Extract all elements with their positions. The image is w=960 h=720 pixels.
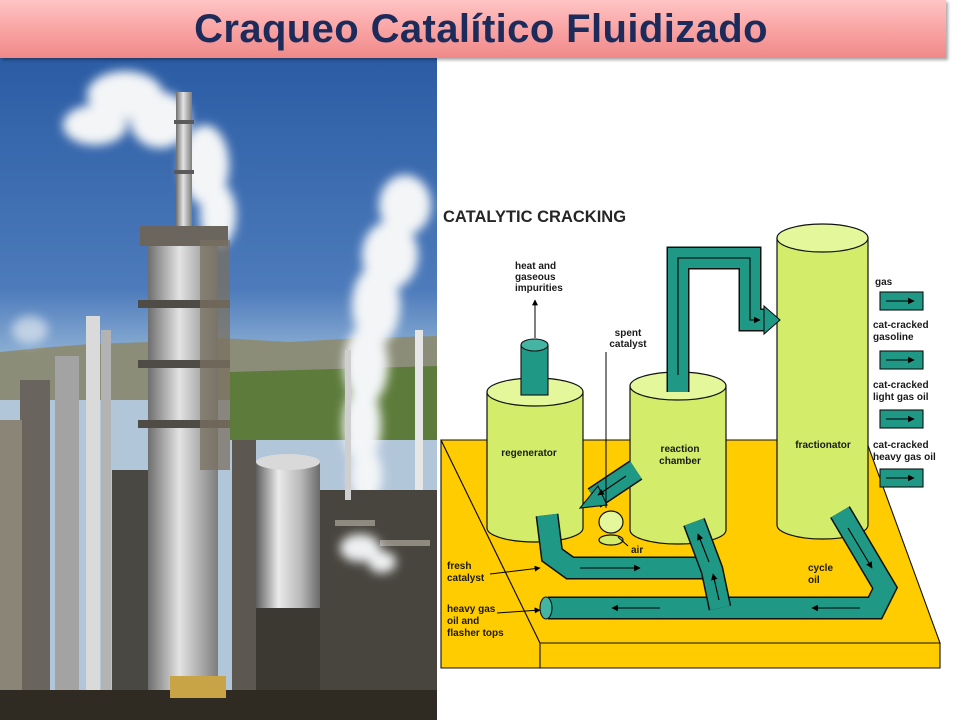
spent-catalyst-label-line: spent <box>615 328 642 339</box>
fresh-catalyst-label: fresh catalyst <box>447 561 485 584</box>
green-field <box>230 366 437 440</box>
heavy-gas-oil-pointer <box>496 607 541 614</box>
product-label-line: heavy gas oil <box>873 452 936 463</box>
refinery-photo <box>0 58 437 720</box>
product-label-gas: gas <box>875 277 893 288</box>
title-banner: Craqueo Catalítico Fluidizado <box>0 0 946 58</box>
heat-label: heat and gaseous impurities <box>515 261 563 294</box>
product-outlet-heavy-gas-oil <box>879 468 924 488</box>
fresh-catalyst-label-line: catalyst <box>447 573 485 584</box>
catalyst-feed-pipe <box>535 513 712 580</box>
reaction-chamber-label-line: chamber <box>659 456 701 467</box>
cycle-oil-label-line: oil <box>808 575 820 586</box>
product-label-line: cat-cracked <box>873 320 929 331</box>
product-label-line: cat-cracked <box>873 440 929 451</box>
product-outlet-light-gas-oil <box>879 409 924 429</box>
heat-label-line: heat and <box>515 261 556 272</box>
product-label-gasoline: cat-cracked gasoline <box>873 320 929 343</box>
cycle-oil-label: cycle oil <box>808 563 833 586</box>
heavy-gas-oil-label-line: heavy gas <box>447 604 496 615</box>
heavy-gas-oil-label-line: oil and <box>447 616 479 627</box>
catalytic-cracking-diagram: CATALYTIC CRACKING <box>440 208 941 669</box>
product-outlet-gas <box>879 291 924 311</box>
heat-label-line: impurities <box>515 283 563 294</box>
refinery-structures <box>0 92 437 720</box>
air-inlet <box>598 510 624 546</box>
cycle-oil-label-line: cycle <box>808 563 833 574</box>
spent-catalyst-pipe <box>578 460 643 509</box>
riser-pipe <box>683 517 732 611</box>
slide-title: Craqueo Catalítico Fluidizado <box>194 7 768 51</box>
heat-label-line: gaseous <box>515 272 556 283</box>
air-label: air <box>631 545 643 556</box>
spent-catalyst-label: spent catalyst <box>609 328 647 350</box>
product-label-line: light gas oil <box>873 392 929 403</box>
product-label-line: gasoline <box>873 332 914 343</box>
fractionator-label: fractionator <box>795 440 851 451</box>
truck <box>170 676 226 698</box>
regenerator-vessel <box>486 377 584 543</box>
product-label-heavy-gas-oil: cat-cracked heavy gas oil <box>873 440 936 463</box>
regenerator-stack <box>520 338 549 396</box>
product-label-line: cat-cracked <box>873 380 929 391</box>
heavy-gas-oil-label: heavy gas oil and flasher tops <box>447 604 504 639</box>
fresh-catalyst-label-line: fresh <box>447 561 471 572</box>
main-stack <box>176 92 192 232</box>
fresh-catalyst-pointer <box>489 565 541 575</box>
diagram-title: CATALYTIC CRACKING <box>443 208 626 226</box>
reaction-chamber-label-line: reaction <box>661 444 700 455</box>
storage-tank <box>256 462 320 608</box>
spent-catalyst-label-line: catalyst <box>609 339 647 350</box>
smoke-plume-low <box>340 534 396 573</box>
reaction-chamber-label: reaction chamber <box>659 444 701 467</box>
product-label-light-gas-oil: cat-cracked light gas oil <box>873 380 929 403</box>
air-pointer <box>617 536 629 547</box>
regenerator-label: regenerator <box>501 448 557 459</box>
fractionator-vessel <box>776 223 869 540</box>
product-outlet-gasoline <box>879 350 924 370</box>
heavy-gas-oil-label-line: flasher tops <box>447 628 504 639</box>
vapor-pipe <box>666 246 781 392</box>
